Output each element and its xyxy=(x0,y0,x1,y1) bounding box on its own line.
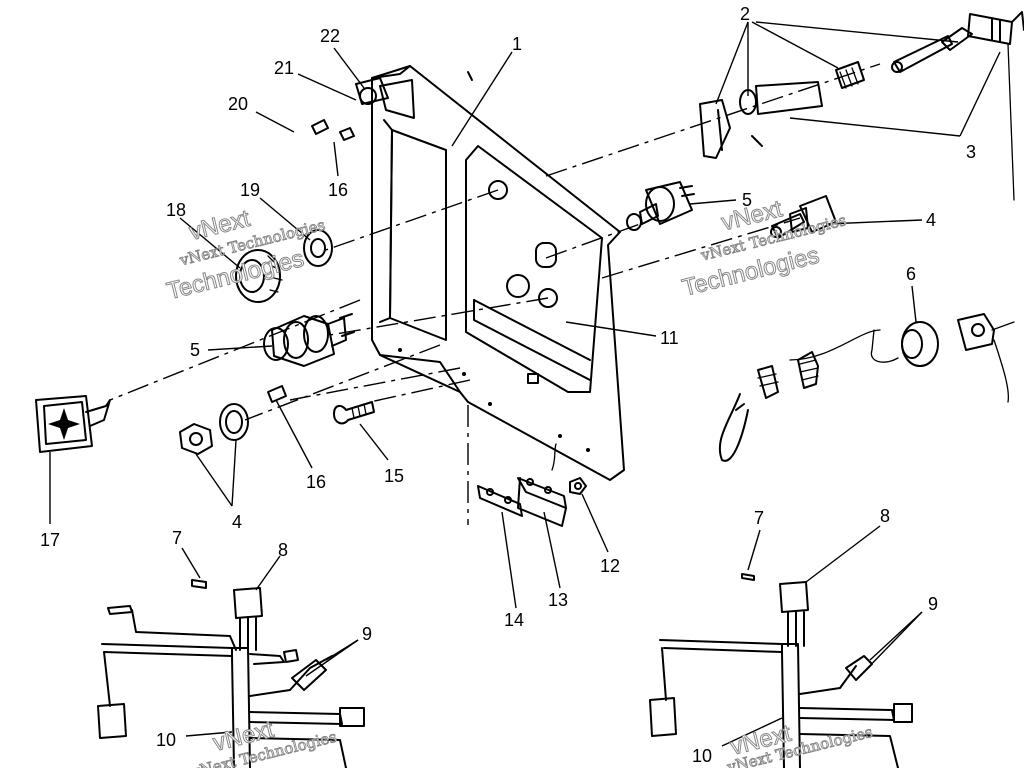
watermark-bottom-left: vNext vNext Technologies xyxy=(188,715,339,768)
toggle-switch xyxy=(770,195,837,239)
callout-22: 22 xyxy=(320,26,340,46)
callout-16-lower: 16 xyxy=(306,472,326,492)
nut-and-washer xyxy=(235,229,333,303)
callout-3: 3 xyxy=(966,142,976,162)
callout-14: 14 xyxy=(504,610,524,630)
callout-20: 20 xyxy=(228,94,248,114)
lock-nut-and-washer xyxy=(179,403,249,455)
callout-7-right: 7 xyxy=(754,508,764,528)
callout-5-left: 5 xyxy=(190,340,200,360)
callout-17: 17 xyxy=(40,530,60,550)
callout-10-right: 10 xyxy=(692,746,712,766)
callout-leaders xyxy=(49,21,1001,747)
callout-16-upper: 16 xyxy=(328,180,348,200)
callout-21: 21 xyxy=(274,58,294,78)
callout-labels: 1 2 3 4 4 5 5 6 7 7 8 8 9 9 10 10 11 12 … xyxy=(40,4,976,766)
callout-15: 15 xyxy=(384,466,404,486)
callout-8-left: 8 xyxy=(278,540,288,560)
callout-8-right: 8 xyxy=(880,506,890,526)
wiring-harness-right xyxy=(649,573,913,768)
callout-12: 12 xyxy=(600,556,620,576)
safety-lanyard xyxy=(718,313,1015,462)
callout-11: 11 xyxy=(660,328,679,348)
callout-9-left: 9 xyxy=(362,624,372,644)
mount-brackets xyxy=(477,443,587,527)
wiring-harness-left xyxy=(97,579,365,768)
callout-4-nuts: 4 xyxy=(232,512,242,532)
callout-2: 2 xyxy=(740,4,750,24)
watermark-bottom-right: vNext vNext Technologies xyxy=(724,719,875,768)
callout-9-right: 9 xyxy=(928,594,938,614)
ignition-switch-right xyxy=(626,181,695,231)
upper-left-hardware xyxy=(311,77,389,141)
dash-panel xyxy=(371,65,625,481)
screw-and-rivet xyxy=(267,385,375,425)
callout-6: 6 xyxy=(906,264,916,284)
ignition-switch-left xyxy=(263,313,355,367)
callout-10-left: 10 xyxy=(156,730,176,750)
callout-18: 18 xyxy=(166,200,186,220)
callout-7-left: 7 xyxy=(172,528,182,548)
callout-1: 1 xyxy=(512,34,522,54)
ignition-key xyxy=(35,395,111,453)
callout-4-toggle: 4 xyxy=(926,210,936,230)
callout-19: 19 xyxy=(240,180,260,200)
callout-13: 13 xyxy=(548,590,568,610)
callout-5-right: 5 xyxy=(742,190,752,210)
